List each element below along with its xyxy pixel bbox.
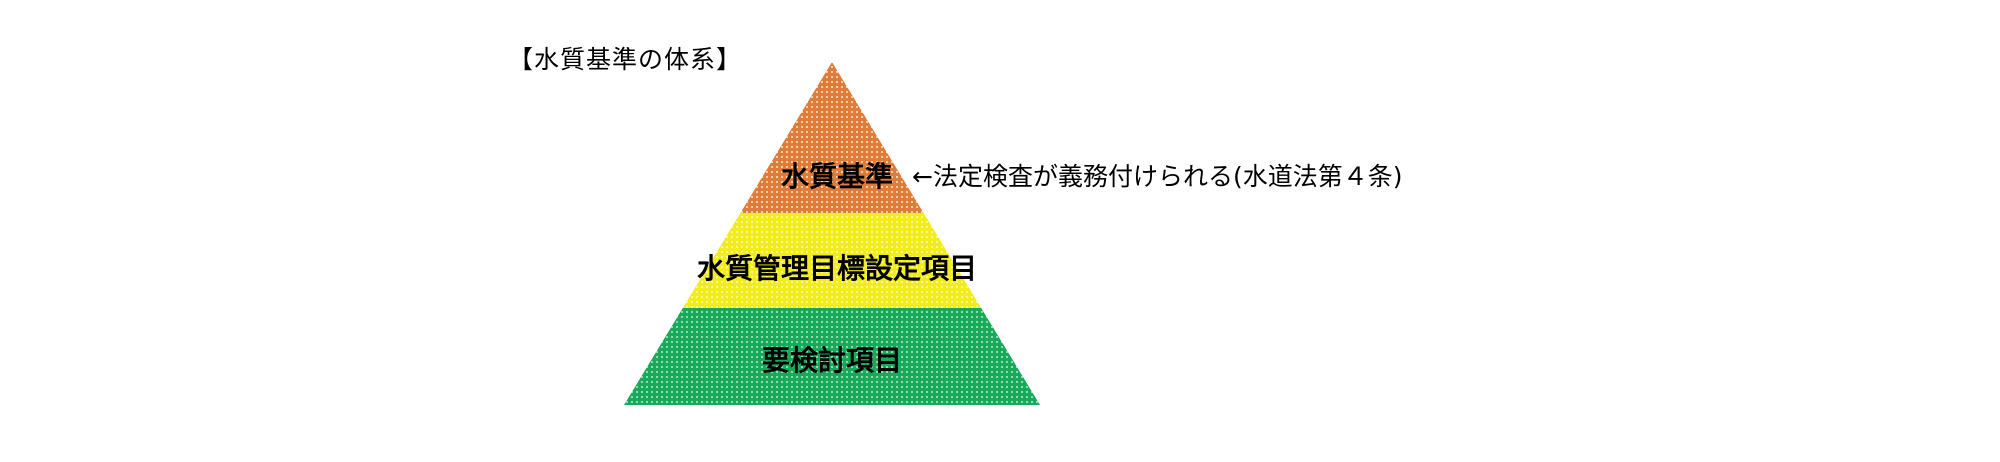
pyramid-level-items-under-review <box>624 308 1040 405</box>
pyramid-level-management-target-items <box>682 213 982 308</box>
pyramid-level-water-quality-standards <box>740 62 924 213</box>
legal-inspection-annotation: ←法定検査が義務付けられる(水道法第４条) <box>912 162 1403 191</box>
level-label-water-quality-standards: 水質基準 <box>780 160 893 193</box>
level-label-management-target-items: 水質管理目標設定項目 <box>696 252 977 285</box>
diagram-title: 【水質基準の体系】 <box>508 45 743 74</box>
level-label-items-under-review: 要検討項目 <box>761 344 902 377</box>
